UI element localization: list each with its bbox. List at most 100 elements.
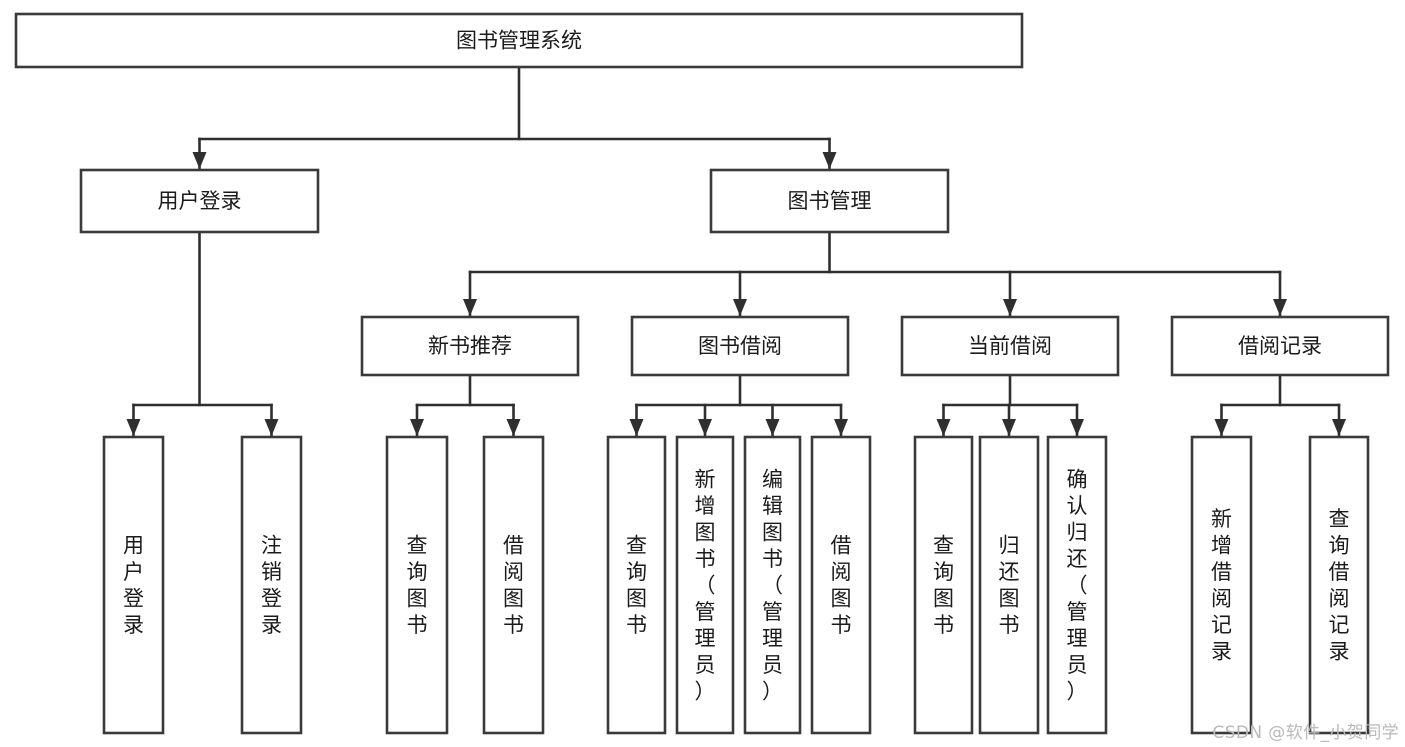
node-label-level2-0: 用户登录 — [158, 189, 242, 213]
vertical-label-char: 查 — [407, 534, 428, 558]
arrow-head-icon — [264, 419, 279, 436]
node-box-leaf[interactable] — [1308, 435, 1370, 735]
vertical-label-char: ） — [762, 679, 783, 703]
node-box-level3-2[interactable] — [900, 315, 1120, 377]
arrow-head-icon — [463, 299, 477, 316]
node-box-leaf[interactable] — [482, 435, 545, 735]
node-label-root: 图书管理系统 — [456, 29, 582, 53]
arrow-head-icon — [1002, 419, 1016, 436]
vertical-label-char: 查 — [933, 534, 954, 558]
node-label-level3-2: 当前借阅 — [968, 334, 1052, 358]
vertical-label-char: 图 — [626, 587, 647, 611]
node-box-leaf[interactable] — [1046, 435, 1108, 735]
vertical-label-char: 借 — [1329, 560, 1350, 584]
vertical-label-char: 归 — [999, 534, 1020, 558]
vertical-label-char: 理 — [1067, 626, 1088, 650]
vertical-label-char: 还 — [999, 560, 1020, 584]
node-box-leaf[interactable] — [743, 435, 802, 735]
vertical-label-char: 阅 — [503, 560, 524, 584]
node-box-leaf[interactable] — [913, 435, 974, 735]
vertical-label-char: 理 — [695, 626, 716, 650]
vertical-label-char: （ — [762, 573, 783, 597]
vertical-label-char: 录 — [123, 613, 144, 637]
vertical-label-char: 销 — [261, 560, 282, 584]
node-label-level3-1: 图书借阅 — [698, 334, 782, 358]
vertical-label-char: ） — [1067, 679, 1088, 703]
vertical-label-char: 辑 — [762, 494, 783, 518]
vertical-label-char: 记 — [1211, 613, 1232, 637]
vertical-label-char: 阅 — [1211, 587, 1232, 611]
node-label-level3-0: 新书推荐 — [428, 334, 512, 358]
vertical-label-char: ） — [695, 679, 716, 703]
vertical-label-char: 还 — [1067, 547, 1088, 571]
arrow-head-icon — [192, 152, 207, 169]
arrow-head-icon — [506, 419, 521, 436]
vertical-label-char: 新 — [1211, 507, 1232, 531]
vertical-label-char: 图 — [831, 587, 852, 611]
vertical-label-char: 记 — [1329, 613, 1350, 637]
vertical-label-char: 用 — [123, 534, 144, 558]
arrow-head-icon — [698, 419, 712, 436]
arrow-head-icon — [733, 299, 747, 316]
vertical-label-char: 借 — [1211, 560, 1232, 584]
node-box-leaf[interactable] — [978, 435, 1040, 735]
vertical-label-char: 认 — [1067, 494, 1088, 518]
arrow-head-icon — [1003, 299, 1017, 316]
vertical-label-char: 书 — [831, 613, 852, 637]
node-box-root[interactable] — [14, 12, 1024, 69]
vertical-label-char: 借 — [503, 534, 524, 558]
vertical-label-char: 编 — [762, 467, 783, 491]
vertical-label-char: 图 — [762, 520, 783, 544]
vertical-label-char: 书 — [762, 547, 783, 571]
node-box-level2-0[interactable] — [79, 168, 320, 234]
node-box-leaf[interactable] — [810, 435, 872, 735]
node-box-leaf[interactable] — [1190, 435, 1253, 735]
connectors-layer — [126, 65, 1346, 437]
vertical-label-char: （ — [1067, 573, 1088, 597]
node-box-level2-1[interactable] — [709, 168, 950, 234]
vertical-label-char: 员 — [1067, 653, 1088, 677]
watermark: CSDN @软件_小贺同学 — [1212, 723, 1399, 743]
vertical-label-char: 录 — [1329, 640, 1350, 664]
vertical-label-char: 书 — [503, 613, 524, 637]
arrow-head-icon — [1273, 299, 1287, 316]
node-box-leaf[interactable] — [675, 435, 735, 735]
node-label-level3-3: 借阅记录 — [1238, 334, 1322, 358]
vertical-label-char: 增 — [1211, 534, 1232, 558]
vertical-label-char: 注 — [261, 534, 282, 558]
node-box-leaf[interactable] — [240, 435, 303, 735]
vertical-label-char: 图 — [999, 587, 1020, 611]
arrow-head-icon — [1332, 419, 1346, 436]
arrow-head-icon — [822, 152, 837, 169]
vertical-label-char: 管 — [762, 600, 783, 624]
vertical-label-char: 查 — [1329, 507, 1350, 531]
vertical-label-char: 图 — [407, 587, 428, 611]
vertical-label-char: 员 — [762, 653, 783, 677]
node-box-level3-1[interactable] — [630, 315, 850, 377]
vertical-label-char: 书 — [407, 613, 428, 637]
arrow-head-icon — [936, 419, 951, 436]
vertical-label-char: 询 — [407, 560, 428, 584]
vertical-label-char: 书 — [695, 547, 716, 571]
node-box-leaf[interactable] — [102, 435, 165, 735]
vertical-label-char: 归 — [1067, 520, 1088, 544]
vertical-label-char: 询 — [933, 560, 954, 584]
node-box-leaf[interactable] — [606, 435, 667, 735]
vertical-label-char: 询 — [1329, 534, 1350, 558]
vertical-label-char: 查 — [626, 534, 647, 558]
vertical-label-char: 登 — [261, 587, 282, 611]
node-label-leaf: 用户登录 — [123, 534, 144, 638]
vertical-label-char: 确 — [1067, 467, 1088, 491]
node-box-leaf[interactable] — [385, 435, 449, 735]
node-label-level2-1: 图书管理 — [788, 189, 872, 213]
vertical-label-char: 图 — [503, 587, 524, 611]
node-box-level3-3[interactable] — [1170, 315, 1390, 377]
vertical-label-char: 录 — [1211, 640, 1232, 664]
node-box-level3-0[interactable] — [360, 315, 580, 377]
vertical-label-char: 新 — [695, 467, 716, 491]
